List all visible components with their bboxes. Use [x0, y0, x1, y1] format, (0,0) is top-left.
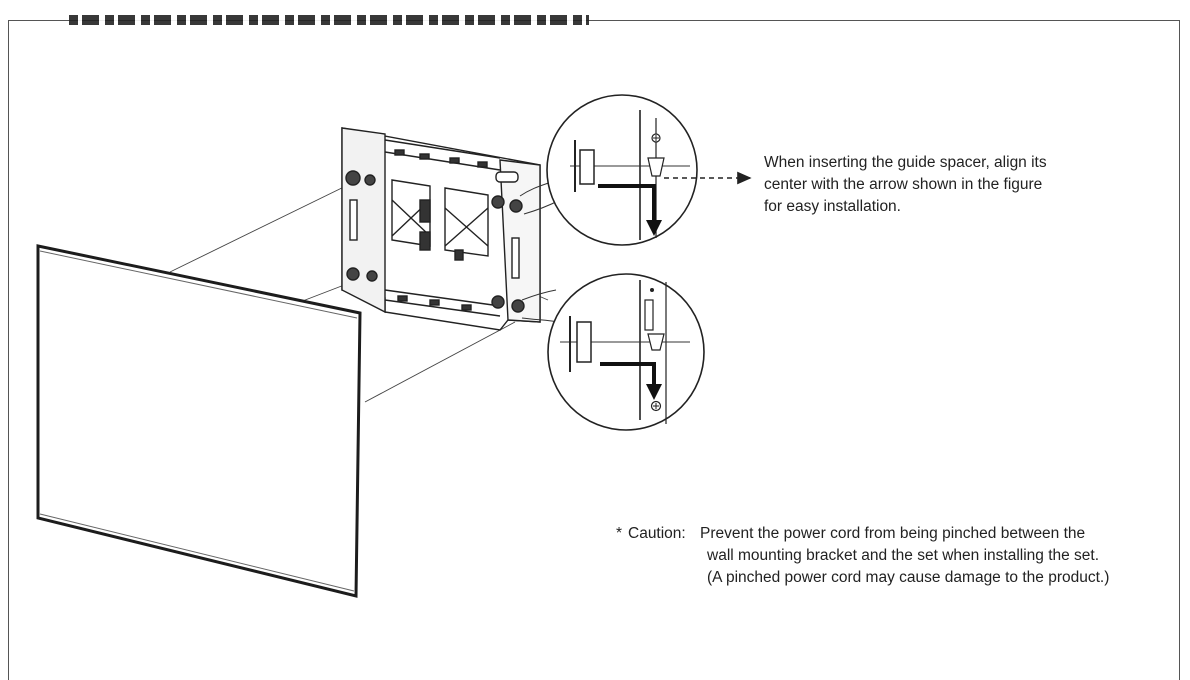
screw-icon [650, 400, 662, 412]
arrow-down-icon [598, 184, 662, 236]
screw-icon [651, 133, 661, 143]
figure-frame [8, 15, 1180, 680]
guide-spacer-note: When inserting the guide spacer, align i… [764, 154, 1047, 215]
caution-line-3: (A pinched power cord may cause damage t… [707, 569, 1110, 586]
caution-line-2: wall mounting bracket and the set when i… [707, 547, 1100, 564]
zoom-circle-top [546, 94, 698, 246]
zoom-circle-bottom [547, 273, 705, 431]
wall-mount-bracket [341, 127, 541, 331]
tv-panel [36, 244, 362, 598]
cropped-heading-fragment [69, 15, 589, 25]
caution-label: Caution: [628, 525, 686, 542]
arrow-down-icon [600, 362, 662, 400]
caution-line-1: Prevent the power cord from being pinche… [700, 525, 1086, 542]
caution-marker: * [616, 525, 623, 542]
wall-mount-diagram [36, 94, 752, 598]
